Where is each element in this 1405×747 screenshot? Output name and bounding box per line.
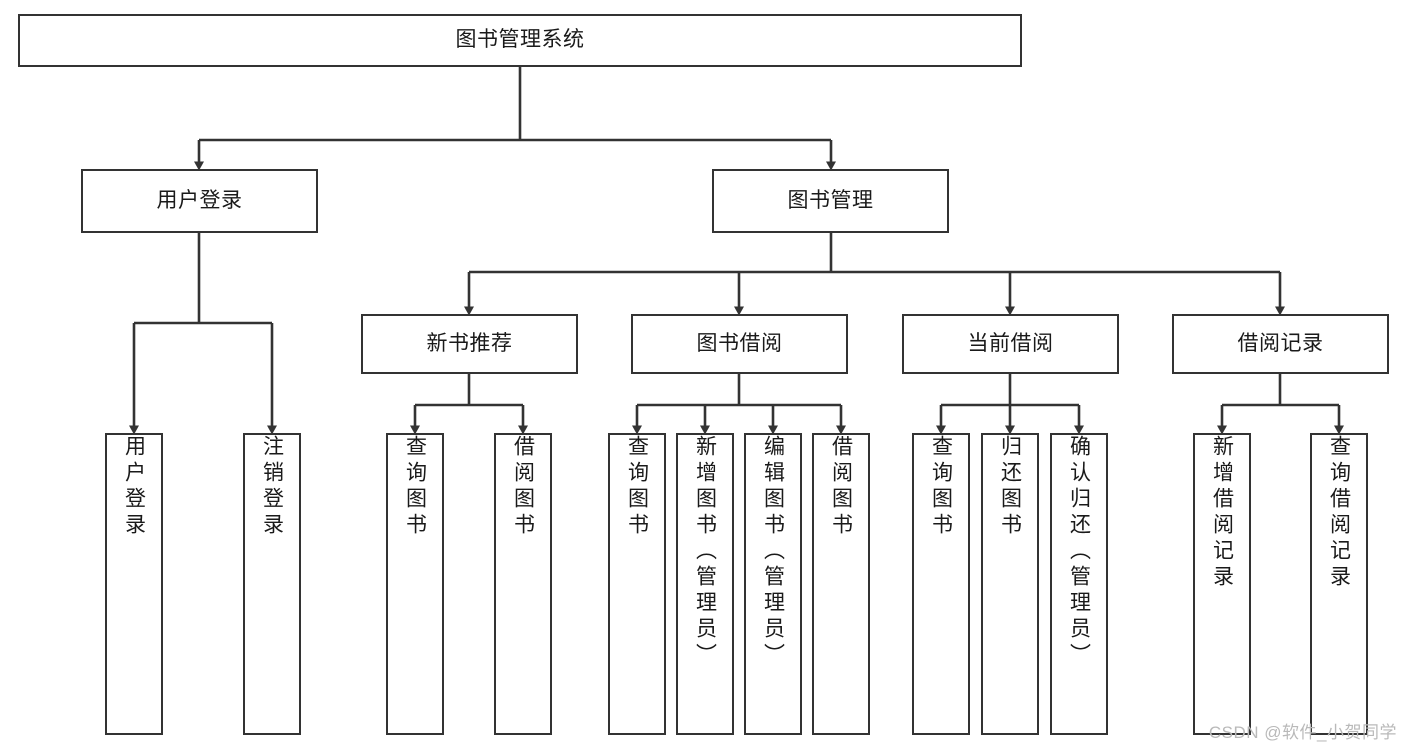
leaf-add-book-admin[interactable]: 新增图书（管理员） bbox=[676, 433, 734, 735]
node-current-borrow-label: 当前借阅 bbox=[967, 331, 1054, 355]
node-root[interactable]: 图书管理系统 bbox=[18, 14, 1022, 67]
leaf-borrow-book-1-label: 借阅图书 bbox=[511, 435, 535, 539]
node-new-book-recommend[interactable]: 新书推荐 bbox=[361, 314, 578, 374]
leaf-borrow-book-1[interactable]: 借阅图书 bbox=[494, 433, 552, 735]
leaf-query-book-3[interactable]: 查询图书 bbox=[912, 433, 970, 735]
node-new-book-recommend-label: 新书推荐 bbox=[426, 331, 513, 355]
node-book-borrow[interactable]: 图书借阅 bbox=[631, 314, 848, 374]
leaf-return-book[interactable]: 归还图书 bbox=[981, 433, 1039, 735]
leaf-add-book-admin-label: 新增图书（管理员） bbox=[693, 435, 717, 669]
node-current-borrow[interactable]: 当前借阅 bbox=[902, 314, 1119, 374]
leaf-edit-book-admin-label: 编辑图书（管理员） bbox=[761, 435, 785, 669]
leaf-query-book-1[interactable]: 查询图书 bbox=[386, 433, 444, 735]
leaf-query-book-1-label: 查询图书 bbox=[403, 435, 427, 539]
leaf-user-login[interactable]: 用户登录 bbox=[105, 433, 163, 735]
leaf-add-borrow-record[interactable]: 新增借阅记录 bbox=[1193, 433, 1251, 735]
leaf-query-book-2-label: 查询图书 bbox=[625, 435, 649, 539]
node-user-login[interactable]: 用户登录 bbox=[81, 169, 318, 233]
node-book-manage-label: 图书管理 bbox=[787, 188, 874, 212]
leaf-confirm-return-admin[interactable]: 确认归还（管理员） bbox=[1050, 433, 1108, 735]
leaf-user-login-label: 用户登录 bbox=[122, 435, 146, 539]
leaf-add-borrow-record-label: 新增借阅记录 bbox=[1210, 435, 1234, 591]
csdn-watermark: CSDN @软件_小贺同学 bbox=[1208, 723, 1397, 742]
leaf-borrow-book-2[interactable]: 借阅图书 bbox=[812, 433, 870, 735]
node-root-label: 图书管理系统 bbox=[455, 28, 585, 52]
node-book-manage[interactable]: 图书管理 bbox=[712, 169, 949, 233]
leaf-edit-book-admin[interactable]: 编辑图书（管理员） bbox=[744, 433, 802, 735]
leaf-query-book-2[interactable]: 查询图书 bbox=[608, 433, 666, 735]
leaf-query-borrow-record[interactable]: 查询借阅记录 bbox=[1310, 433, 1368, 735]
leaf-confirm-return-admin-label: 确认归还（管理员） bbox=[1067, 435, 1091, 669]
leaf-logout[interactable]: 注销登录 bbox=[243, 433, 301, 735]
leaf-return-book-label: 归还图书 bbox=[998, 435, 1022, 539]
node-user-login-label: 用户登录 bbox=[156, 188, 243, 212]
leaf-borrow-book-2-label: 借阅图书 bbox=[829, 435, 853, 539]
node-borrow-record-label: 借阅记录 bbox=[1237, 331, 1324, 355]
node-borrow-record[interactable]: 借阅记录 bbox=[1172, 314, 1389, 374]
leaf-logout-label: 注销登录 bbox=[260, 435, 284, 539]
leaf-query-borrow-record-label: 查询借阅记录 bbox=[1327, 435, 1351, 591]
leaf-query-book-3-label: 查询图书 bbox=[929, 435, 953, 539]
node-book-borrow-label: 图书借阅 bbox=[696, 331, 783, 355]
